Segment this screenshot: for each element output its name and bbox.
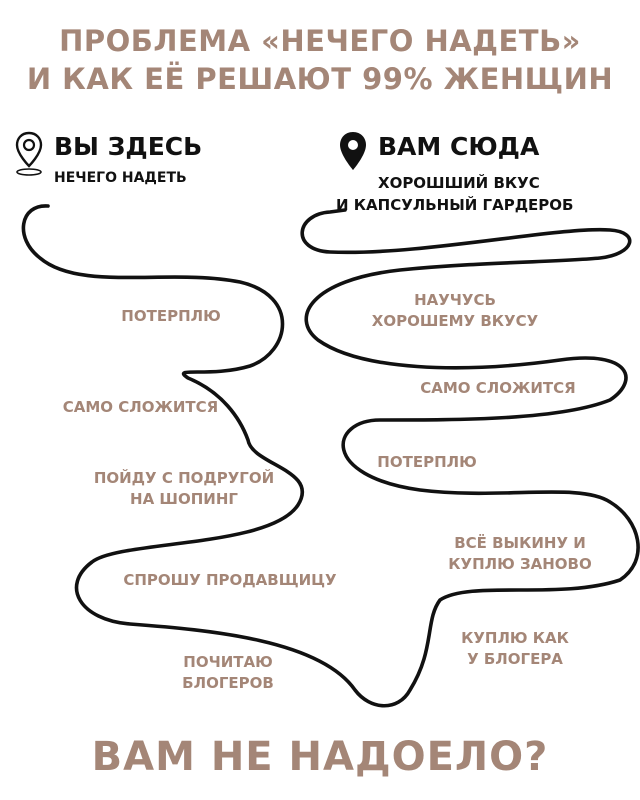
right-step-4: ВСЁ ВЫКИНУ И КУПЛЮ ЗАНОВО [448, 534, 592, 573]
page-title-line-2: И КАК ЕЁ РЕШАЮТ 99% ЖЕНЩИН [26, 62, 614, 96]
start-heading: ВЫ ЗДЕСЬ [54, 132, 203, 161]
left-step-1: ПОТЕРПЛЮ [121, 307, 221, 325]
goal-heading: ВАМ СЮДА [378, 132, 540, 161]
right-step-2: САМО СЛОЖИТСЯ [420, 379, 576, 397]
path-line [21, 204, 640, 708]
right-step-3: ПОТЕРПЛЮ [377, 453, 477, 471]
right-step-1: НАУЧУСЬ ХОРОШЕМУ ВКУСУ [371, 291, 539, 330]
goal-marker: ВАМ СЮДА ХОРОШШИЙ ВКУС И КАПСУЛЬНЫЙ ГАРД… [330, 128, 630, 218]
goal-line-2: И КАПСУЛЬНЫЙ ГАРДЕРОБ [336, 196, 574, 214]
goal-line-1: ХОРОШШИЙ ВКУС [378, 174, 540, 192]
left-step-3: ПОЙДУ С ПОДРУГОЙ НА ШОПИНГ [93, 469, 275, 508]
start-subtitle: НЕЧЕГО НАДЕТЬ [54, 170, 187, 186]
left-step-5: ПОЧИТАЮ БЛОГЕРОВ [182, 653, 274, 692]
start-marker: ВЫ ЗДЕСЬ НЕЧЕГО НАДЕТЬ [12, 128, 232, 188]
location-pin-filled-icon [340, 132, 366, 170]
left-step-2: САМО СЛОЖИТСЯ [62, 398, 219, 416]
right-step-5: КУПЛЮ КАК У БЛОГЕРА [461, 629, 569, 668]
left-step-4: СПРОШУ ПРОДАВЩИЦУ [123, 571, 337, 589]
footer-question: ВАМ НЕ НАДОЕЛО? [91, 734, 549, 780]
location-pin-outline-icon [15, 131, 43, 176]
page-title-line-1: ПРОБЛЕМА «НЕЧЕГО НАДЕТЬ» [59, 24, 581, 58]
